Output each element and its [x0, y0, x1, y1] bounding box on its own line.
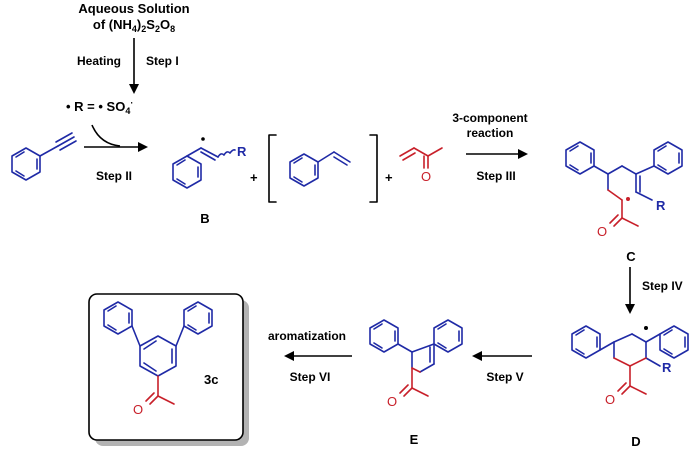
step6-arrowhead: [284, 351, 294, 361]
step4-label: Step IV: [642, 279, 683, 293]
step4-arrowhead: [625, 304, 635, 314]
product-oxygen: O: [133, 402, 143, 417]
D-oxygen: O: [605, 392, 615, 407]
product-3c: [103, 301, 213, 405]
right-bracket: [369, 134, 378, 203]
intermediate-C: [565, 141, 683, 227]
label-D: D: [631, 434, 640, 449]
C-R-group: R: [656, 198, 666, 213]
reagent-line1: Aqueous Solution: [78, 1, 189, 16]
phenylacetylene: [11, 132, 77, 181]
reaction3-line2: reaction: [467, 126, 514, 140]
step1-arrowhead: [129, 84, 139, 94]
left-bracket: [268, 134, 277, 203]
label-E: E: [410, 432, 419, 447]
methyl-vinyl-ketone: [399, 147, 443, 169]
C-oxygen: O: [597, 224, 607, 239]
label-B: B: [200, 211, 209, 226]
plus-2: +: [385, 170, 393, 185]
vinyl-radical-B: [172, 137, 236, 189]
reagent-line2: of (NH4)2S2O8: [93, 17, 175, 34]
label-3c: 3c: [204, 372, 218, 387]
radical-definition: • R = • SO4·: [66, 98, 133, 116]
curved-arrow: [91, 124, 121, 147]
styrene: [289, 151, 351, 187]
step2-label: Step II: [96, 169, 132, 183]
B-R-group: R: [237, 144, 247, 159]
heating-label: Heating: [77, 54, 121, 68]
mvk-oxygen: O: [421, 169, 431, 184]
product-box: [88, 293, 244, 441]
step1-label: Step I: [146, 54, 179, 68]
step6-label: Step VI: [290, 370, 331, 384]
plus-1: +: [250, 170, 258, 185]
step3-label: Step III: [476, 169, 515, 183]
aromatization-label: aromatization: [268, 329, 346, 343]
step5-label: Step V: [486, 370, 523, 384]
D-R-group: R: [662, 360, 672, 375]
label-C: C: [626, 249, 636, 264]
step2-arrowhead: [138, 142, 148, 152]
intermediate-D: [571, 325, 689, 395]
step5-arrowhead: [472, 351, 482, 361]
E-oxygen: O: [387, 394, 397, 409]
intermediate-E: [369, 319, 463, 397]
step3-arrowhead: [518, 149, 528, 159]
reaction3-line1: 3-component: [452, 111, 527, 125]
